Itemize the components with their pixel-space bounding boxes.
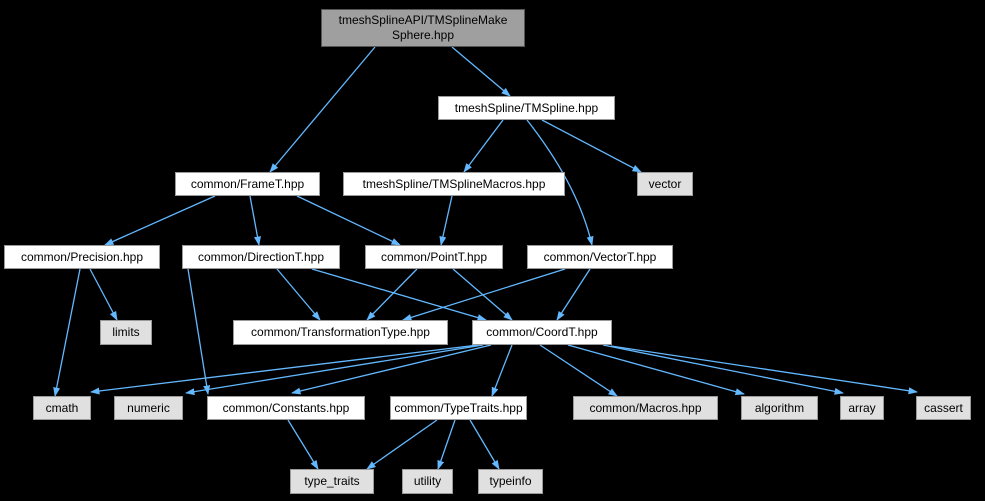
node-algorithm: algorithm [741, 396, 818, 420]
edge-coordt-array [602, 344, 844, 395]
edge-coordt-typetraits [491, 344, 513, 397]
edge-framet-directiont [249, 195, 261, 246]
edge-framet-pointt [296, 195, 401, 246]
edge-precision-limits [89, 268, 118, 321]
edge-root-framet [269, 46, 376, 173]
edge-coordt-cmath [90, 344, 479, 395]
node-vectort[interactable]: common/VectorT.hpp [527, 245, 673, 269]
node-type_traits: type_traits [290, 469, 374, 494]
node-tmsplinemacros[interactable]: tmeshSpline/TMSplineMacros.hpp [343, 172, 565, 196]
edge-typetraits-typeinfo [469, 419, 500, 470]
node-array: array [840, 396, 884, 420]
node-constants[interactable]: common/Constants.hpp [207, 396, 365, 420]
node-root: tmeshSplineAPI/TMSplineMake Sphere.hpp [321, 9, 525, 47]
node-macros: common/Macros.hpp [573, 396, 718, 420]
node-cmath: cmath [33, 396, 91, 420]
edge-root-tmspline [451, 46, 511, 97]
edge-coordt-numeric [185, 344, 484, 396]
node-typeinfo: typeinfo [478, 469, 543, 494]
node-directiont[interactable]: common/DirectionT.hpp [182, 245, 340, 269]
edge-constants-type_traits [287, 419, 319, 470]
edge-vectort-transformationtype [402, 268, 566, 321]
edge-coordt-algorithm [567, 344, 745, 396]
edge-vectort-coordt [556, 268, 591, 321]
node-numeric: numeric [114, 396, 183, 420]
edge-framet-precision [104, 195, 216, 246]
edge-tmspline-vectort [526, 119, 594, 246]
edge-typetraits-type_traits [366, 419, 438, 470]
node-precision[interactable]: common/Precision.hpp [4, 245, 160, 269]
node-coordt[interactable]: common/CoordT.hpp [472, 320, 612, 345]
node-typetraits[interactable]: common/TypeTraits.hpp [390, 396, 527, 420]
edge-pointt-transformationtype [366, 268, 418, 321]
edge-directiont-transformationtype [276, 268, 321, 321]
edge-tmspline-tmsplinemacros [463, 119, 504, 173]
node-vector: vector [637, 172, 693, 196]
edge-coordt-cassert [610, 345, 918, 395]
edge-tmsplinemacros-pointt [439, 195, 453, 246]
edge-coordt-macros [539, 344, 618, 397]
edge-precision-cmath [53, 268, 81, 397]
edge-directiont-constants [187, 268, 211, 395]
node-transformationtype[interactable]: common/TransformationType.hpp [233, 320, 448, 345]
edge-coordt-constants [291, 344, 492, 395]
node-cassert: cassert [916, 396, 971, 420]
edge-tmspline-vector [541, 119, 642, 173]
node-limits: limits [100, 320, 152, 345]
node-tmspline[interactable]: tmeshSpline/TMSpline.hpp [438, 96, 615, 120]
node-utility: utility [402, 469, 453, 494]
edge-typetraits-utility [437, 419, 456, 470]
node-pointt[interactable]: common/PointT.hpp [365, 245, 503, 269]
node-framet[interactable]: common/FrameT.hpp [175, 172, 320, 196]
edge-directiont-coordt [311, 268, 487, 321]
